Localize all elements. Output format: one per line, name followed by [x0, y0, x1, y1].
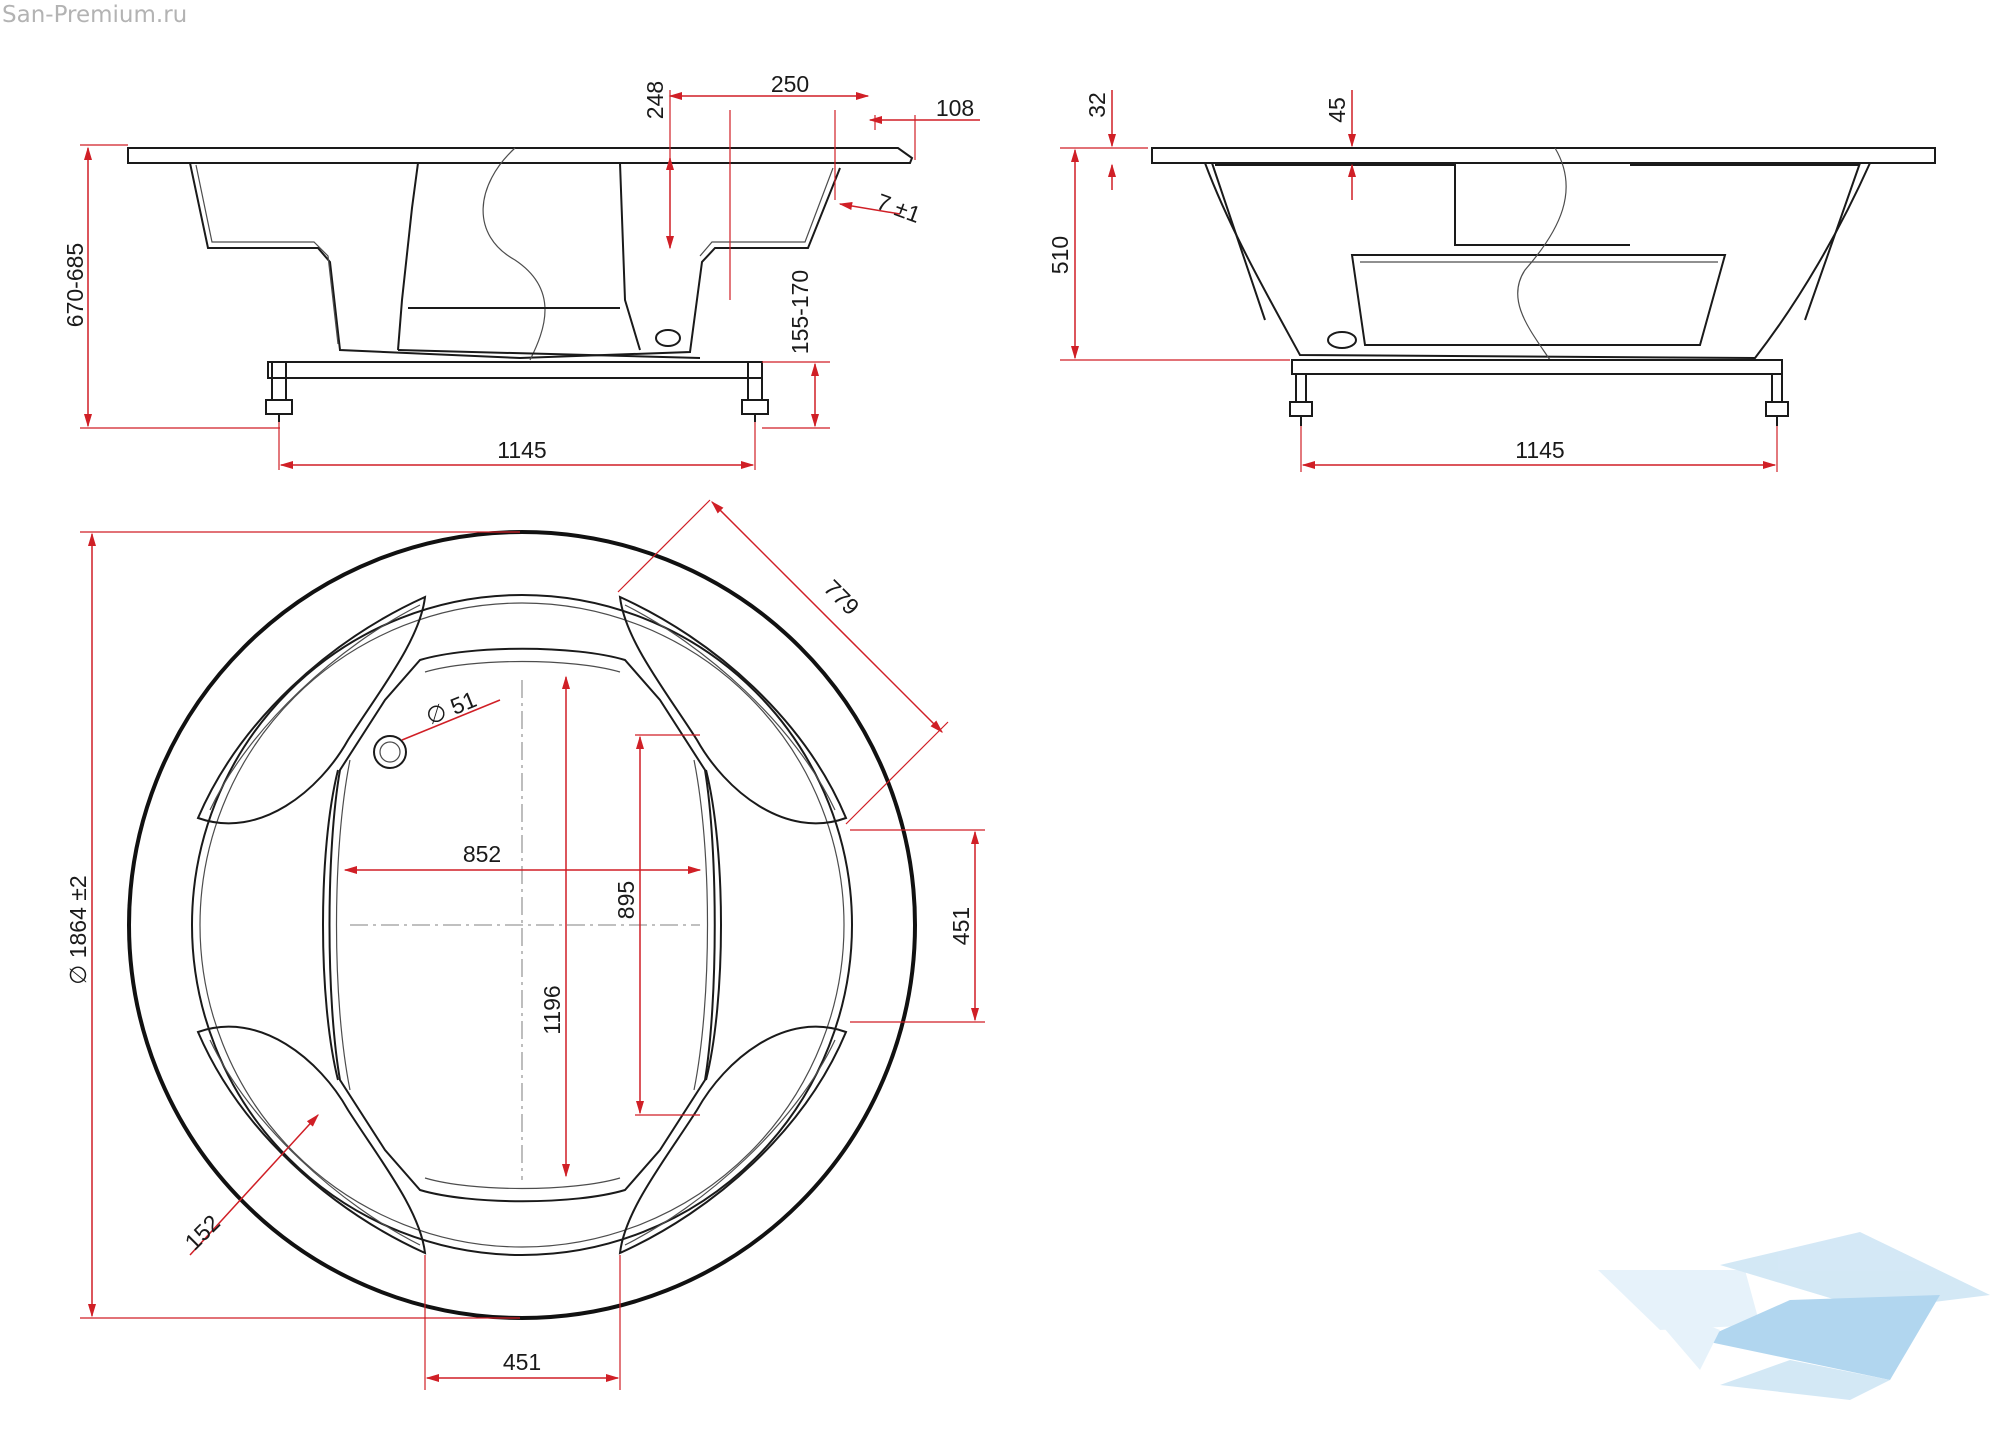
outer-rim-circle: [127, 530, 917, 1320]
side-view-right-dims: 510 32 45 1145: [1047, 90, 1778, 472]
dim-rim: 108: [936, 95, 974, 121]
dim-armrest: 152: [180, 1210, 226, 1256]
brand-logo-mark: [1598, 1232, 1990, 1400]
dim-drain: ∅ 51: [422, 686, 480, 730]
top-view-dims: ∅ 1864 ±2 779 ∅ 51 852 1196 895 451 451: [65, 499, 985, 1390]
inner-basin: [328, 647, 716, 1203]
dim-depth-inner: 248: [642, 81, 668, 119]
side-view-left: [127, 147, 914, 422]
cutaway-curve: [482, 147, 546, 361]
dim-seat-bottom: 451: [503, 1349, 541, 1375]
rim-outline: [127, 147, 914, 164]
armrest-br: [618, 1025, 848, 1255]
dim-frame-width-2: 1145: [1515, 437, 1564, 463]
dim-rim-thickness: 32: [1084, 92, 1110, 118]
tub-body-2: [1204, 162, 1871, 360]
armrest-bl: [196, 1025, 427, 1255]
tub-inner-profile: [189, 162, 841, 360]
dim-frame-width-1: 1145: [497, 437, 546, 463]
dim-seat-right: 451: [948, 907, 974, 945]
inner-rim-circle: [191, 594, 853, 1256]
frame-rail: [267, 361, 763, 379]
leg-feet: [265, 399, 769, 415]
side-view-right: [1151, 147, 1936, 426]
dim-inner-height: 1196: [539, 985, 565, 1034]
seat-block-2: [1350, 254, 1727, 346]
dim-inner-width: 852: [463, 841, 501, 867]
dim-height-total: 670-685: [62, 243, 88, 327]
top-view: [127, 530, 917, 1320]
side-view-left-dims: 670-685 250 248 108 7 ±1 155-170 1145: [62, 71, 980, 470]
rim-outline-2: [1151, 147, 1936, 164]
dim-slope: 7 ±1: [873, 188, 924, 228]
dim-diagonal: 779: [819, 575, 865, 621]
armrest-tl: [196, 595, 427, 825]
dim-leg-height: 155-170: [787, 270, 813, 354]
dim-top-offset: 45: [1324, 97, 1350, 123]
dim-diameter: ∅ 1864 ±2: [65, 875, 91, 984]
watermark: San-Premium.ru: [2, 2, 188, 28]
drain-shape: [655, 329, 681, 347]
dim-seat-length: 895: [613, 881, 639, 919]
dim-step-width: 250: [771, 71, 809, 97]
dim-height: 510: [1047, 236, 1073, 274]
drain-circle: [373, 735, 407, 769]
